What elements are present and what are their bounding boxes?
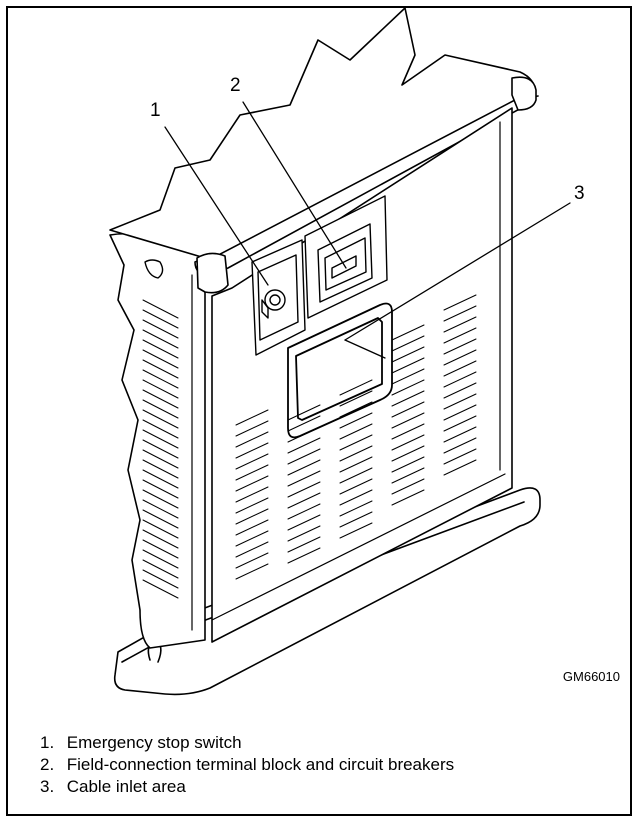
legend-item: 2. Field-connection terminal block and c… [40,754,454,776]
leader-lines [164,101,571,359]
legend-number: 1. [40,733,55,752]
figure-id: GM66010 [562,669,620,684]
legend-item: 3. Cable inlet area [40,776,454,798]
side-panel [109,232,206,649]
legend-number: 3. [40,777,55,796]
legend-text: Field-connection terminal block and circ… [66,755,455,774]
figure-frame [6,6,632,816]
emergency-stop-plate [251,239,306,356]
legend-text: Emergency stop switch [66,733,242,752]
legend-number: 2. [40,755,55,774]
callout-3: 3 [574,183,585,204]
legend-text: Cable inlet area [66,777,186,796]
front-louvers [235,294,477,580]
terminal-block-plate [304,195,388,319]
generator-illustration [109,7,571,696]
cable-inlet-opening [287,302,393,439]
callout-2: 2 [230,75,241,96]
legend-list: 1. Emergency stop switch 2. Field-connec… [40,732,454,798]
top-cover [109,7,539,294]
legend-item: 1. Emergency stop switch [40,732,454,754]
callout-1: 1 [150,100,161,121]
